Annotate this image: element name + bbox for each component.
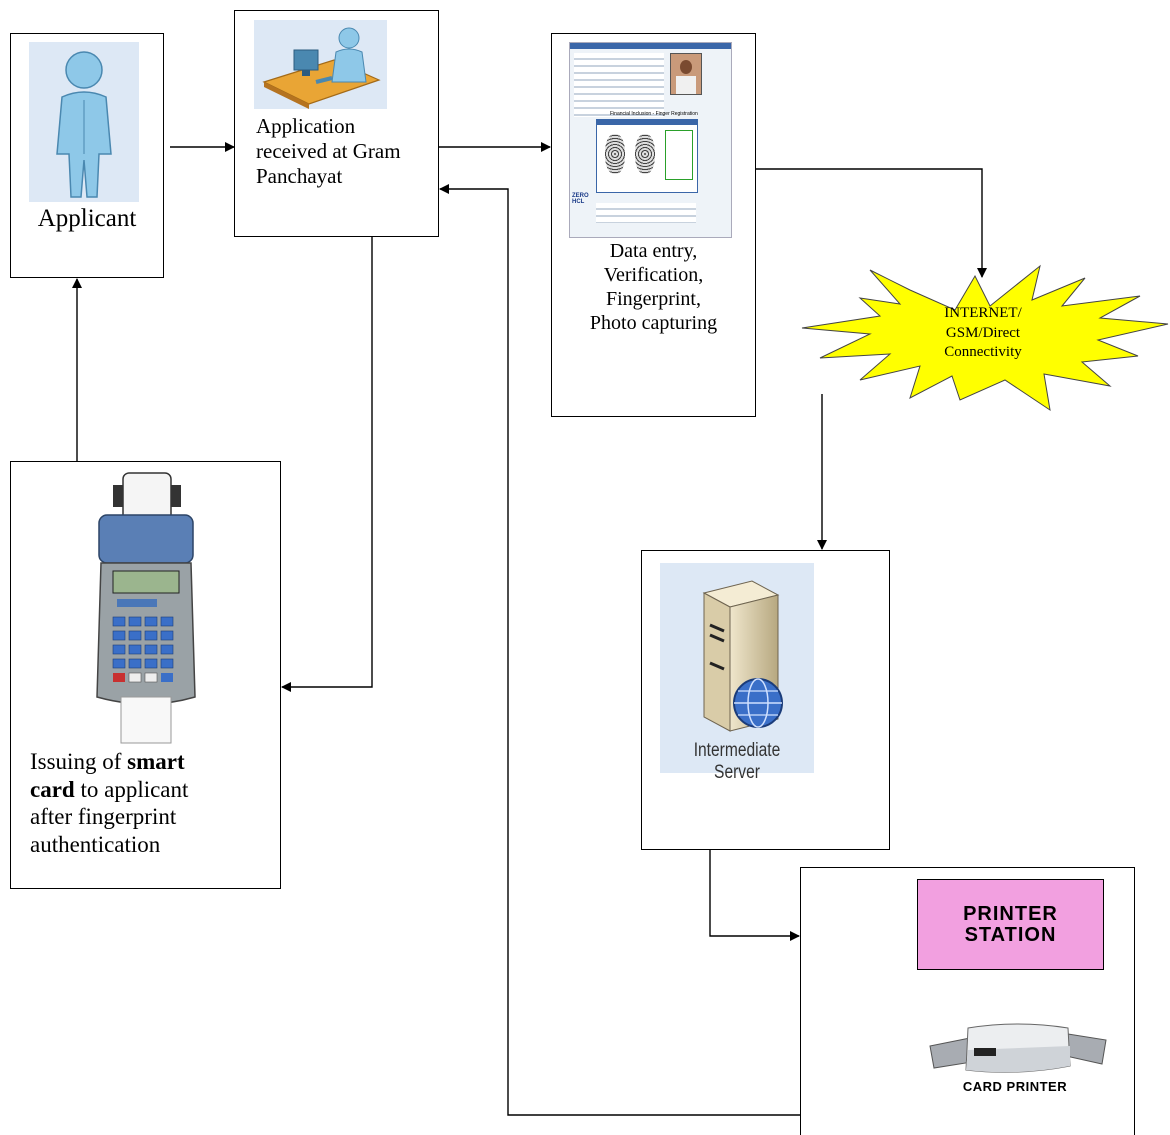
office-worker-icon [254, 20, 387, 109]
fingerprint-icon [635, 134, 655, 174]
card-printer-label: CARD PRINTER [962, 1079, 1068, 1094]
data-entry-label: Data entry, Verification, Fingerprint, P… [589, 240, 718, 334]
smart-card-label: Issuing of smart card to applicant after… [30, 749, 189, 857]
applicant-label: Applicant [37, 205, 137, 232]
internet-burst [801, 264, 1169, 412]
intermediate-server-box [641, 550, 890, 850]
fingerprint-panel [596, 119, 698, 193]
smart-card-terminal-image [89, 471, 203, 744]
form-fields [574, 53, 664, 117]
arrow-data-entry-to-internet [756, 168, 987, 278]
gram-panchayat-label: Application received at Gram Panchayat [256, 114, 401, 189]
photo-icon [670, 53, 702, 95]
server-image [660, 563, 814, 773]
server-icon [702, 580, 783, 732]
registration-screen-image: Financial Inclusion - Finger Registratio… [569, 42, 732, 238]
arrow-printer-to-gram-panchayat [439, 184, 800, 1116]
data-entry-box: Financial Inclusion - Finger Registratio… [551, 33, 756, 417]
card-printer-icon [929, 1023, 1107, 1073]
screen-logo: ZERO HCL [572, 193, 589, 205]
internet-label: INTERNET/ GSM/Direct Connectivity [944, 305, 1022, 360]
arrow-server-to-printer [709, 850, 800, 941]
smart-card-box: Issuing of smart card to applicant after… [10, 461, 281, 889]
person-icon [29, 42, 139, 202]
screen-title: Financial Inclusion - Finger Registratio… [610, 111, 698, 117]
fingerprint-icon [605, 134, 625, 174]
gram-panchayat-box: Application received at Gram Panchayat [234, 10, 439, 237]
printer-station-box: PRINTER STATION [917, 879, 1104, 970]
handheld-terminal-icon [96, 472, 196, 744]
arrow-gram-panchayat-to-smart-card [281, 236, 373, 692]
applicant-box: Applicant [10, 33, 164, 278]
intermediate-server-label: Intermediate Server [693, 740, 781, 783]
